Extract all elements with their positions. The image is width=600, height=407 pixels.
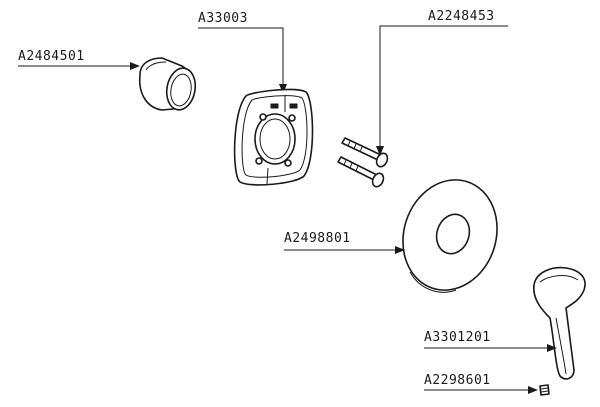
- callout-escutcheon: A2498801: [284, 231, 405, 254]
- lever-handle-part: [533, 266, 586, 380]
- callout-cap: A2484501: [18, 49, 140, 70]
- callout-cap-arrow: [130, 62, 140, 70]
- callout-set-screw: A2298601: [424, 373, 538, 394]
- screws-part: [337, 137, 389, 188]
- mounting-plate-part: [233, 88, 314, 186]
- set-screw-part: [539, 384, 550, 396]
- callout-handle: A3301201: [424, 330, 557, 352]
- callout-handle-arrow: [547, 344, 557, 352]
- callout-plate: A33003: [198, 11, 287, 94]
- callout-screws-label: A2248453: [428, 9, 495, 24]
- callout-escutcheon-arrow: [395, 246, 405, 254]
- callout-escutcheon-label: A2498801: [284, 231, 351, 246]
- callout-screws: A2248453: [376, 9, 508, 156]
- escutcheon-part: [402, 179, 498, 293]
- callout-handle-label: A3301201: [424, 330, 491, 345]
- callout-screws-leader: [379, 25, 508, 148]
- callout-cap-label: A2484501: [18, 49, 85, 64]
- callout-plate-label: A33003: [198, 11, 248, 26]
- callout-plate-leader: [198, 27, 284, 86]
- cap-sleeve-part: [138, 57, 197, 111]
- callout-screws-arrow: [376, 146, 384, 156]
- callout-set-screw-label: A2298601: [424, 373, 491, 388]
- callout-set-screw-arrow: [528, 386, 538, 394]
